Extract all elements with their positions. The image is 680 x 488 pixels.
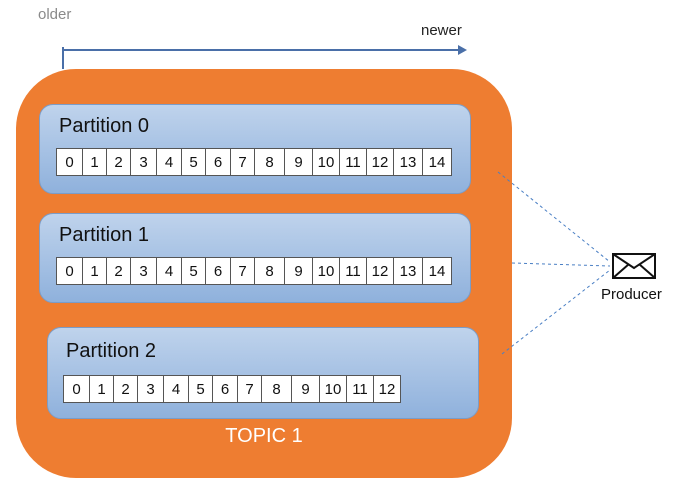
offset-cell: 3 (130, 148, 157, 176)
offset-cell: 8 (261, 375, 292, 403)
newer-label: newer (421, 22, 462, 39)
offset-cell: 12 (373, 375, 401, 403)
offset-cell: 1 (82, 148, 107, 176)
offset-cell: 8 (254, 148, 285, 176)
offset-cell: 10 (312, 257, 340, 285)
offset-cell: 11 (339, 257, 367, 285)
link-partition-0 (497, 171, 611, 263)
offset-cell: 6 (212, 375, 238, 403)
offset-cell: 8 (254, 257, 285, 285)
offset-cell: 6 (205, 257, 231, 285)
offset-cell: 12 (366, 257, 394, 285)
offset-cell: 1 (89, 375, 114, 403)
offset-cell: 14 (422, 257, 452, 285)
offset-cell: 0 (56, 257, 83, 285)
offset-cell: 13 (393, 148, 423, 176)
offset-cell: 4 (163, 375, 189, 403)
offset-cell: 12 (366, 148, 394, 176)
offset-cell: 2 (106, 257, 131, 285)
offset-cell: 13 (393, 257, 423, 285)
offset-cell: 4 (156, 148, 182, 176)
offset-cell: 3 (137, 375, 164, 403)
offset-cell: 2 (113, 375, 138, 403)
partition-title: Partition 1 (59, 224, 150, 246)
offset-cell: 4 (156, 257, 182, 285)
offset-cell: 9 (284, 148, 313, 176)
offset-cell: 3 (130, 257, 157, 285)
producer-label: Producer (601, 286, 662, 303)
offset-cell: 10 (319, 375, 347, 403)
offset-cell: 5 (188, 375, 213, 403)
offset-cell: 10 (312, 148, 340, 176)
offset-cell: 0 (56, 148, 83, 176)
timeline-tick (62, 47, 64, 69)
envelope-icon (612, 253, 656, 279)
partition-title: Partition 2 (66, 340, 157, 362)
offset-cell: 6 (205, 148, 231, 176)
timeline-arrow-line (63, 49, 463, 51)
offset-cell: 7 (230, 148, 255, 176)
offset-cell: 5 (181, 148, 206, 176)
offset-cell: 5 (181, 257, 206, 285)
timeline-arrowhead (458, 45, 467, 55)
offset-cell: 0 (63, 375, 90, 403)
offset-cell: 1 (82, 257, 107, 285)
older-label: older (38, 6, 72, 23)
offset-cell: 11 (346, 375, 374, 403)
link-partition-2 (501, 269, 611, 355)
offset-cell: 11 (339, 148, 367, 176)
offset-cell: 7 (230, 257, 255, 285)
offset-cell: 2 (106, 148, 131, 176)
offset-cell: 9 (291, 375, 320, 403)
partition-title: Partition 0 (59, 115, 150, 137)
offset-cell: 9 (284, 257, 313, 285)
topic-label: TOPIC 1 (225, 425, 303, 447)
offset-cell: 14 (422, 148, 452, 176)
offset-cell: 7 (237, 375, 262, 403)
link-partition-1 (511, 262, 611, 267)
